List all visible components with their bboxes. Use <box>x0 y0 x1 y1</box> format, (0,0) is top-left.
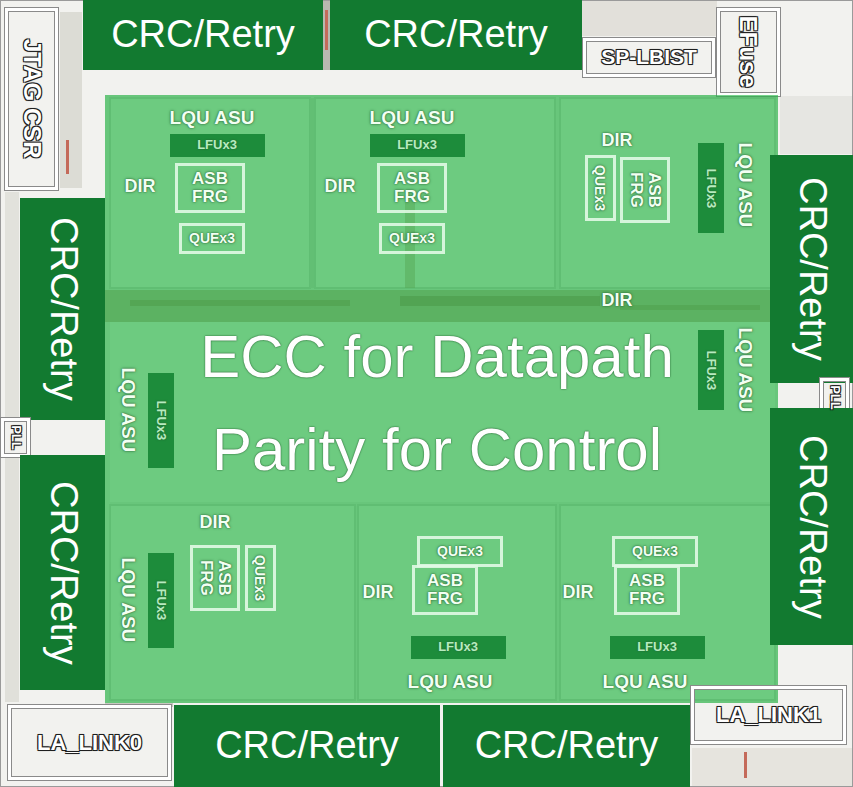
lfu-block: LFUx3 <box>698 330 724 410</box>
unit-label: DIR <box>325 176 356 197</box>
unit-box: QUEx3 <box>417 536 503 567</box>
unit-label: LQU ASU <box>603 671 688 693</box>
block-name: QUEx3 <box>252 555 268 601</box>
block-name: LFUx3 <box>438 640 478 655</box>
unit-box: QUEx3 <box>612 536 698 567</box>
block-name: ASB FRG <box>192 170 228 206</box>
block-name: JTAG CSR <box>18 39 46 159</box>
io-texture <box>5 454 19 702</box>
block-name: ASB FRG <box>394 170 430 206</box>
unit-label: DIR <box>602 130 633 151</box>
unit-box: QUEx3 <box>585 155 616 221</box>
block-name: QUEx3 <box>189 230 235 246</box>
block-name: PLL <box>8 425 23 450</box>
block-name: ASB FRG <box>629 572 665 608</box>
protection-overlay: ECC for Datapath Parity for ControlLFUx3… <box>105 95 778 703</box>
circuit-block: LA_LINK1 <box>691 686 846 744</box>
block-name: ASB FRG <box>627 172 663 208</box>
io-texture <box>5 192 19 422</box>
circuit-block: EFuse <box>717 8 780 96</box>
block-name: EFuse <box>735 16 763 88</box>
crc-retry-block: CRC/Retry <box>770 155 853 383</box>
block-name: QUEx3 <box>592 165 608 211</box>
unit-label: DIR <box>125 176 156 197</box>
block-name: LFUx3 <box>197 138 237 153</box>
block-name: LFUx3 <box>637 640 677 655</box>
crc-retry-block: CRC/Retry <box>770 408 853 645</box>
unit-box: ASB FRG <box>614 565 680 615</box>
block-name: SP-LBIST <box>601 45 697 69</box>
lfu-block: LFUx3 <box>148 553 174 648</box>
io-texture <box>582 0 717 36</box>
crc-retry-block: CRC/Retry <box>20 455 105 690</box>
unit-label: LQU ASU <box>734 143 756 228</box>
lfu-block: LFUx3 <box>148 373 174 468</box>
block-name: LFUx3 <box>154 400 169 440</box>
block-name: LA_LINK0 <box>37 730 142 755</box>
unit-box: ASB FRG <box>412 565 478 615</box>
lfu-block: LFUx3 <box>610 636 705 659</box>
unit-label: DIR <box>602 290 633 311</box>
unit-box: QUEx3 <box>179 223 245 254</box>
crc-retry-block: CRC/Retry <box>20 198 105 420</box>
unit-label: LQU ASU <box>170 107 255 129</box>
unit-label: LQU ASU <box>117 368 139 453</box>
unit-label: LQU ASU <box>370 107 455 129</box>
block-name: ASB FRG <box>197 560 233 596</box>
unit-box: ASB FRG <box>377 163 447 213</box>
block-name: CRC/Retry <box>111 13 295 57</box>
block-name: ECC for Datapath Parity for Control <box>192 310 682 496</box>
block-name: CRC/Retry <box>215 724 399 768</box>
block-name: CRC/Retry <box>41 481 85 665</box>
block-name: LFUx3 <box>704 350 719 390</box>
unit-box: QUEx3 <box>245 545 276 611</box>
unit-label: DIR <box>200 512 231 533</box>
block-name: QUEx3 <box>437 543 483 559</box>
unit-label: DIR <box>563 582 594 603</box>
crc-retry-block: CRC/Retry <box>83 0 323 70</box>
block-name: LA_LINK1 <box>716 702 821 727</box>
io-streak <box>744 752 747 778</box>
block-name: PLL <box>827 385 842 410</box>
circuit-block: JTAG CSR <box>5 8 58 190</box>
lfu-block: LFUx3 <box>698 143 724 233</box>
lfu-block: LFUx3 <box>370 134 465 157</box>
circuit-block: PLL <box>1 418 30 457</box>
unit-label: DIR <box>363 582 394 603</box>
block-name: ASB FRG <box>427 572 463 608</box>
io-streak <box>66 140 69 174</box>
unit-box: ASB FRG <box>190 545 240 611</box>
lfu-block: LFUx3 <box>411 636 506 659</box>
block-name: CRC/Retry <box>790 177 834 361</box>
lfu-block: LFUx3 <box>170 134 265 157</box>
circuit-block: LA_LINK0 <box>8 705 171 780</box>
crc-retry-block: CRC/Retry <box>330 0 582 70</box>
circuit-block: SP-LBIST <box>583 38 715 77</box>
io-streak <box>325 10 328 50</box>
block-name: QUEx3 <box>632 543 678 559</box>
crc-retry-block: CRC/Retry <box>443 705 690 787</box>
core-area <box>105 95 778 703</box>
unit-label: LQU ASU <box>117 558 139 643</box>
io-texture <box>60 12 82 188</box>
block-name: LFUx3 <box>704 168 719 208</box>
block-name: LFUx3 <box>397 138 437 153</box>
block-name: CRC/Retry <box>364 13 548 57</box>
io-texture <box>692 748 853 787</box>
block-name: QUEx3 <box>389 230 435 246</box>
block-name: CRC/Retry <box>790 435 834 619</box>
unit-box: QUEx3 <box>379 223 445 254</box>
crc-retry-block: CRC/Retry <box>174 705 440 787</box>
unit-label: LQU ASU <box>734 328 756 413</box>
block-name: CRC/Retry <box>475 724 659 768</box>
unit-box: ASB FRG <box>620 157 670 223</box>
block-name: CRC/Retry <box>41 217 85 401</box>
unit-label: LQU ASU <box>408 671 493 693</box>
unit-box: ASB FRG <box>175 163 245 213</box>
io-texture <box>780 96 853 154</box>
block-name: LFUx3 <box>154 580 169 620</box>
